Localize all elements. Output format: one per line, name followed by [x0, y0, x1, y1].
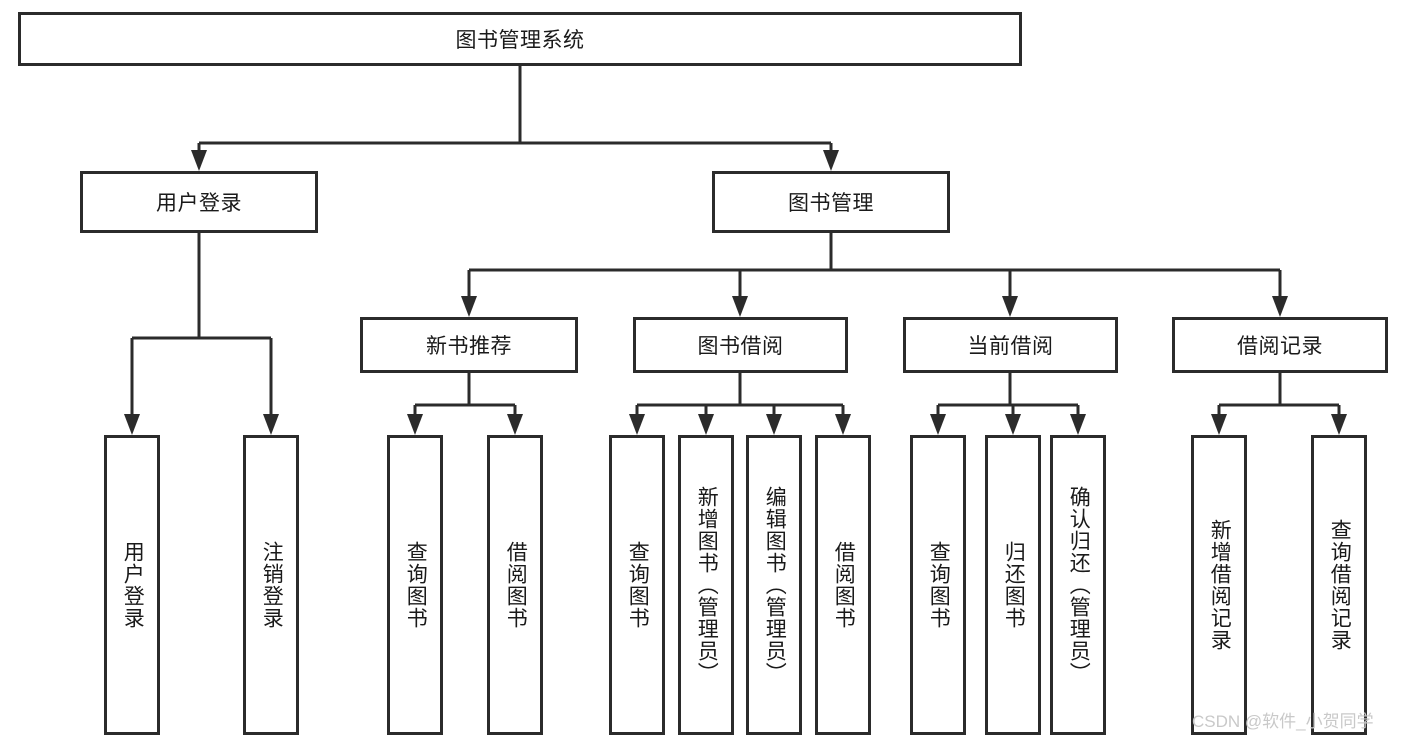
- connector-book-management-children: [461, 232, 1288, 317]
- node-box-book-borrow[interactable]: [633, 317, 848, 373]
- node-box-user-login[interactable]: [80, 171, 318, 233]
- node-box-return-book[interactable]: [985, 435, 1041, 735]
- connector-book-borrow-children: [629, 372, 851, 435]
- connector-new-book-recommend-children: [407, 372, 523, 435]
- connector-user-login-children: [124, 232, 279, 435]
- connector-root-children: [191, 66, 839, 171]
- node-box-user-logout[interactable]: [243, 435, 299, 735]
- connector-current-borrow-children: [930, 372, 1086, 435]
- node-box-borrow-book-rec[interactable]: [487, 435, 543, 735]
- node-box-confirm-return-admin[interactable]: [1050, 435, 1106, 735]
- connector-borrow-record-children: [1211, 372, 1347, 435]
- node-box-query-book-borrow[interactable]: [609, 435, 665, 735]
- node-box-borrow-book-do[interactable]: [815, 435, 871, 735]
- node-box-root[interactable]: [18, 12, 1022, 66]
- node-box-query-borrow-record[interactable]: [1311, 435, 1367, 735]
- node-box-query-book-rec[interactable]: [387, 435, 443, 735]
- node-box-query-book-current[interactable]: [910, 435, 966, 735]
- node-box-add-book-admin[interactable]: [678, 435, 734, 735]
- node-box-new-book-recommend[interactable]: [360, 317, 578, 373]
- node-box-book-management[interactable]: [712, 171, 950, 233]
- csdn-watermark: CSDN @软件_小贺同学: [1192, 712, 1374, 731]
- node-box-user-login-do[interactable]: [104, 435, 160, 735]
- node-box-add-borrow-record[interactable]: [1191, 435, 1247, 735]
- node-box-current-borrow[interactable]: [903, 317, 1118, 373]
- node-box-edit-book-admin[interactable]: [746, 435, 802, 735]
- node-box-borrow-record[interactable]: [1172, 317, 1388, 373]
